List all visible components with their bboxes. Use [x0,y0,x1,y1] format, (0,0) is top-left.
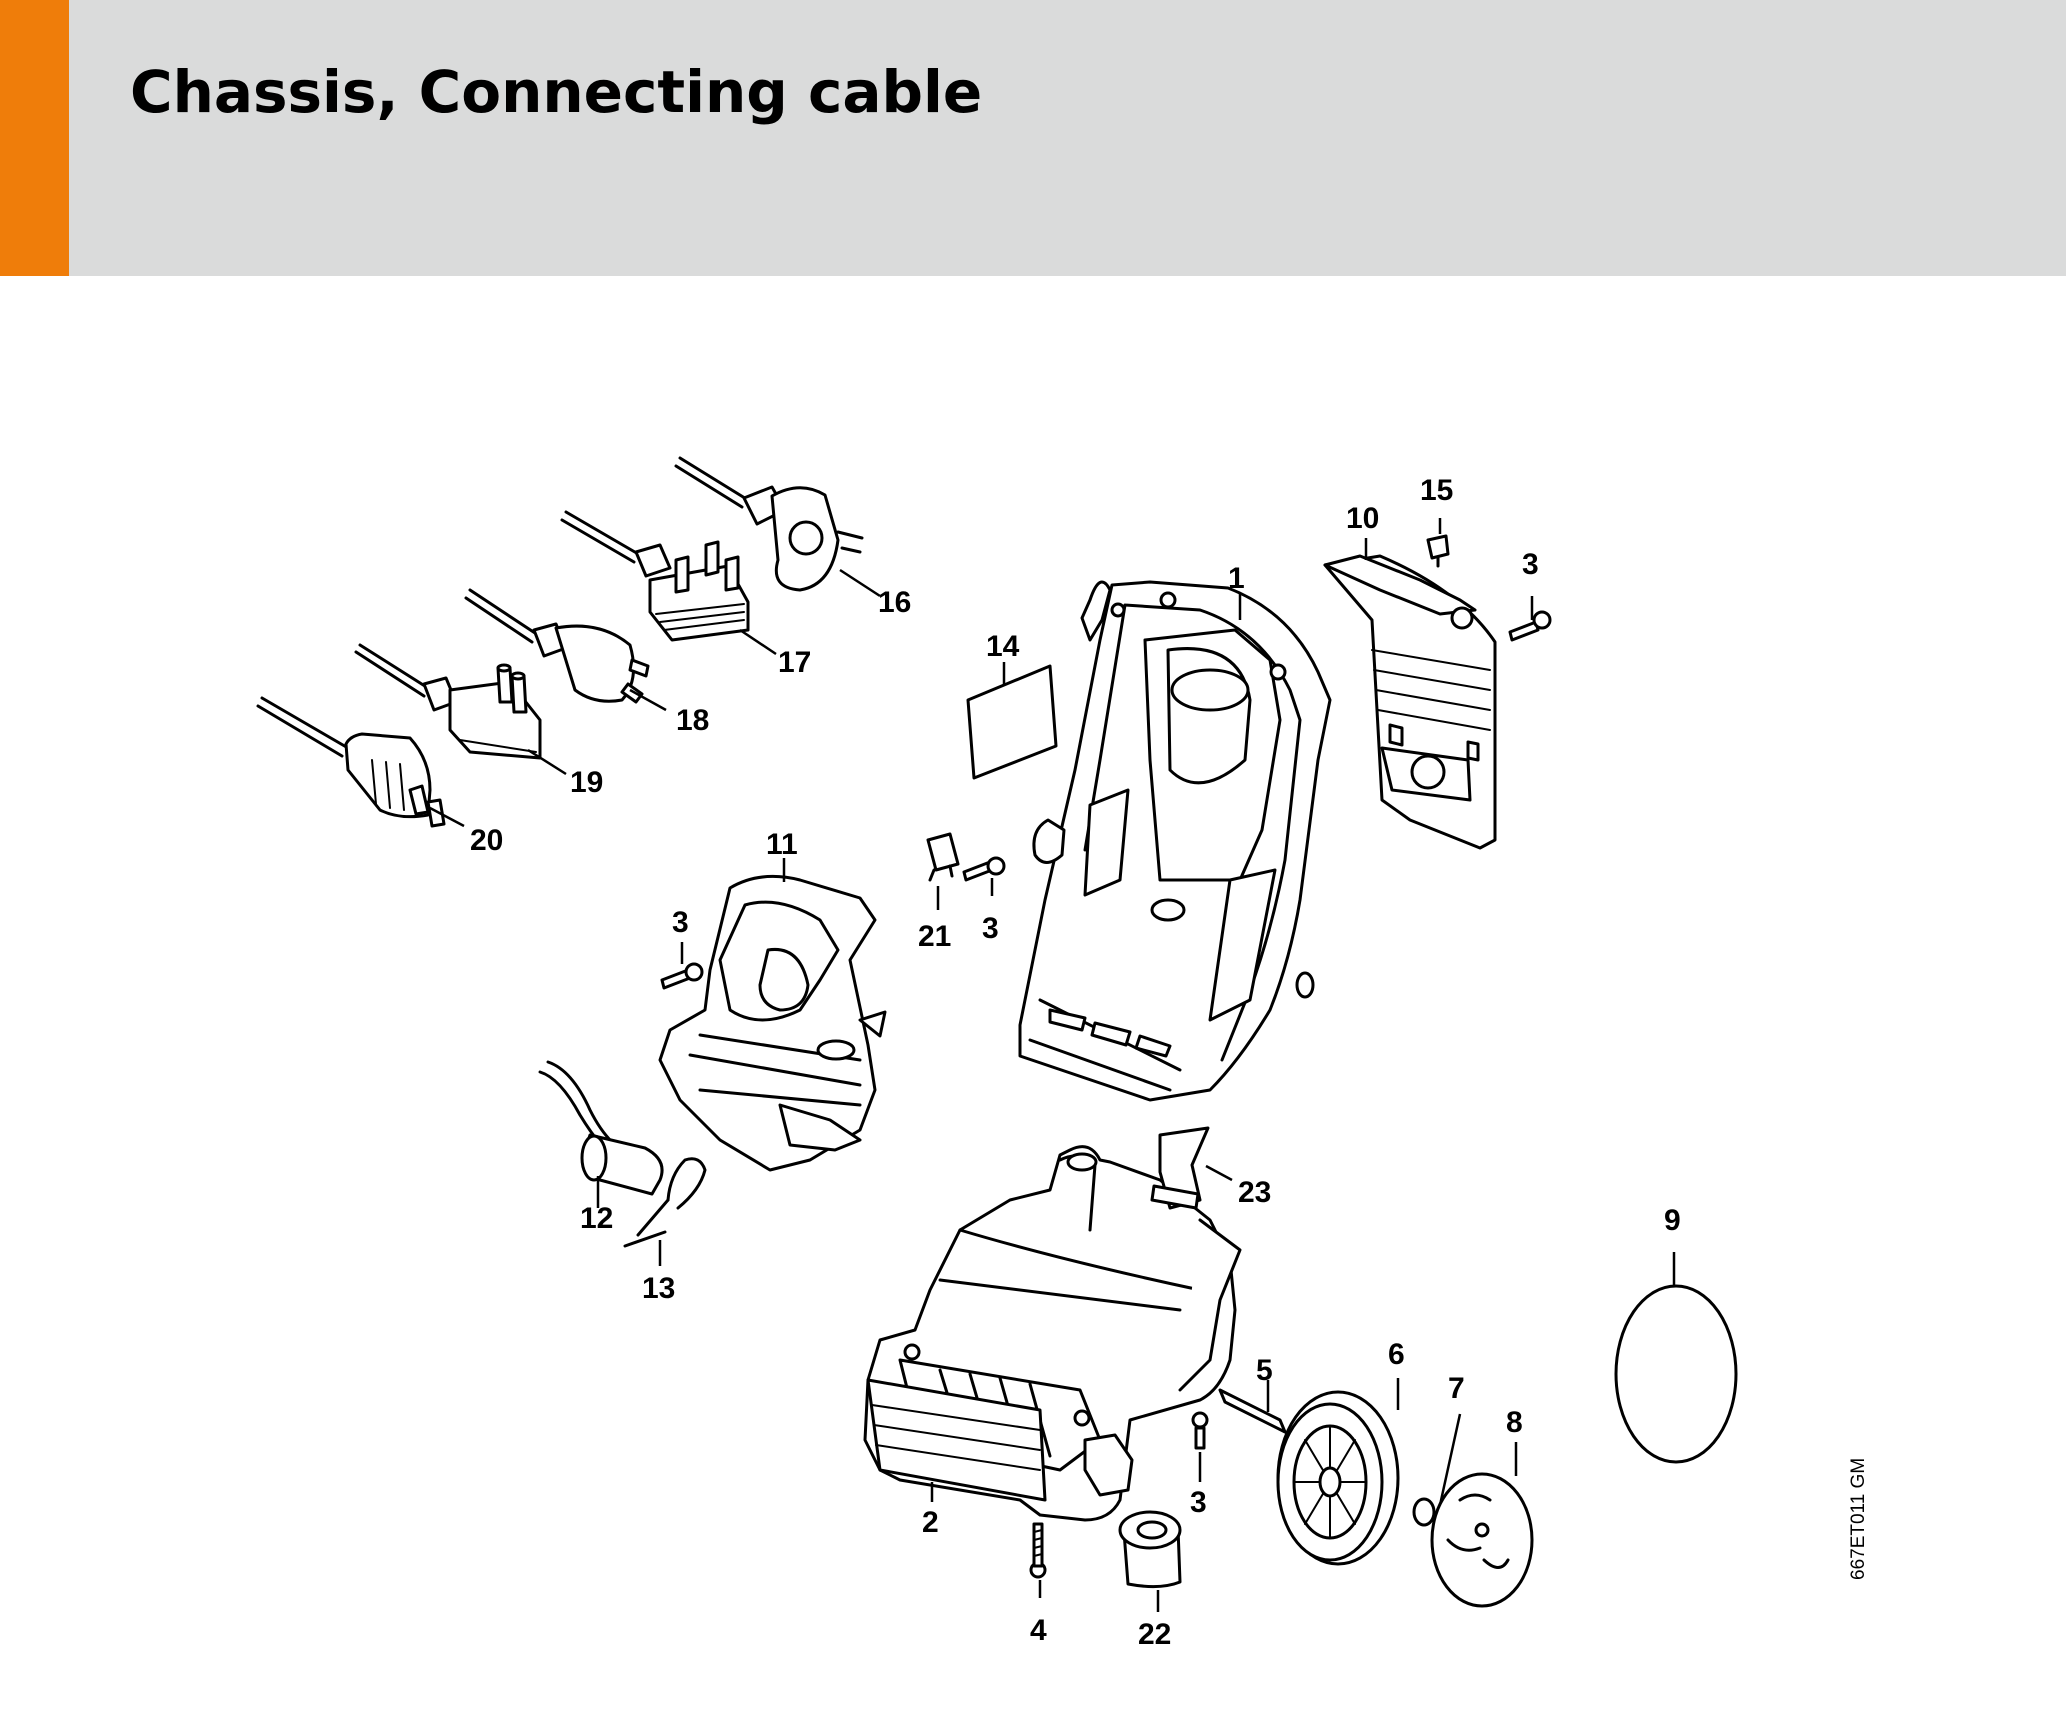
callout-3: 3 [1190,1486,1207,1519]
label-14-drawing [966,664,1058,780]
plug-19-drawing [354,643,542,760]
holder-23-drawing [1150,1126,1210,1210]
callout-3: 3 [1522,548,1539,581]
screw-3-top-right-drawing [1508,610,1552,642]
callout-16: 16 [878,586,911,619]
callout-12: 12 [580,1202,613,1235]
callout-17: 17 [778,646,811,679]
callout-20: 20 [470,824,503,857]
cable-tie-13-drawing [623,1157,707,1248]
callout-19: 19 [570,766,603,799]
plug-17-drawing [560,510,750,642]
callout-11: 11 [766,828,798,861]
callout-3: 3 [982,912,999,945]
callout-18: 18 [676,704,709,737]
washer-7-drawing [1412,1497,1436,1527]
header-band [0,0,2066,276]
cover-10-drawing [1323,554,1497,850]
callout-4: 4 [1030,1614,1047,1647]
axle-5-drawing [1218,1388,1287,1434]
fan-housing-11-drawing [658,874,887,1172]
callout-2: 2 [922,1506,939,1539]
plug-18-drawing [464,588,650,704]
screw-3-bottom-drawing [1191,1411,1209,1450]
callout-15: 15 [1420,474,1453,507]
housing-1-drawing [1018,580,1332,1102]
reference-code: 667ET011 GM [1848,1457,1869,1580]
screw-4-drawing [1029,1522,1047,1579]
callout-1: 1 [1228,562,1245,595]
capacitor-12-drawing [538,1060,664,1196]
callout-6: 6 [1388,1338,1405,1371]
plug-16-drawing [674,456,864,592]
callout-21: 21 [918,920,951,953]
callout-9: 9 [1664,1204,1681,1237]
clip-21-drawing [926,832,960,882]
accent-bar [0,0,69,276]
screw-3-left-drawing [660,962,704,990]
wheel-6-drawing [1276,1390,1400,1566]
callout-14: 14 [986,630,1020,663]
callout-7: 7 [1448,1372,1465,1405]
callout-22: 22 [1138,1618,1171,1651]
plug-20-drawing [256,696,446,828]
callout-13: 13 [642,1272,675,1305]
hubcap-8-drawing [1430,1472,1534,1608]
screw-3-mid-drawing [962,856,1006,882]
callout-8: 8 [1506,1406,1523,1439]
callout-3: 3 [672,906,689,939]
callout-10: 10 [1346,502,1379,535]
callout-23: 23 [1238,1176,1271,1209]
page-title: Chassis, Connecting cable [130,58,983,126]
foot-22-drawing [1118,1510,1182,1589]
leader-lines [429,518,1676,1612]
chassis-2-drawing [863,1145,1242,1522]
fuse-15-drawing [1426,534,1450,568]
callout-5: 5 [1256,1354,1273,1387]
seal-ring-9-drawing [1614,1284,1738,1464]
